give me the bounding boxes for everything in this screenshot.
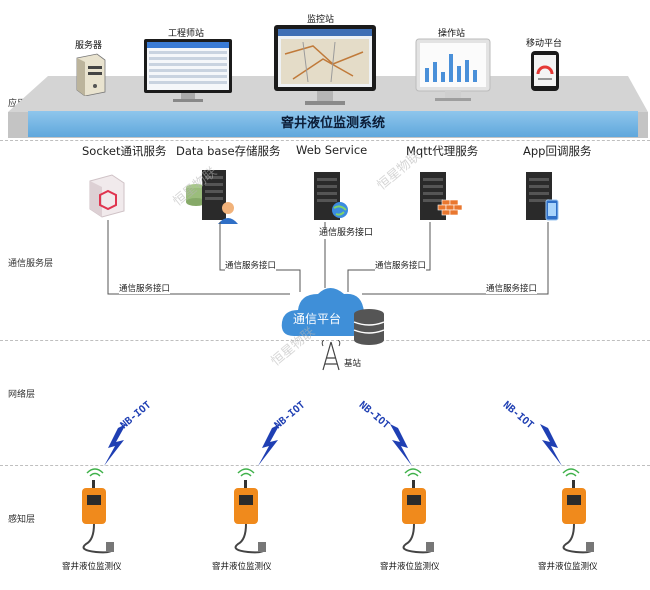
app-label-server: 服务器: [75, 41, 103, 51]
divider: [0, 340, 650, 341]
interface-label-mqtt: 通信服务接口: [375, 259, 427, 271]
device-label: 窨井液位监测仪: [380, 562, 440, 572]
divider: [0, 140, 650, 141]
app-callback-server-icon: [526, 172, 559, 221]
interface-label-app: 通信服务接口: [486, 282, 538, 294]
service-label-web: Web Service: [296, 143, 368, 157]
app-label-mobile-platform: 移动平台: [526, 39, 563, 49]
service-label-mqtt: Mqtt代理服务: [406, 144, 479, 158]
tablet-icon: [531, 51, 559, 91]
engineer-monitor-icon: [144, 39, 232, 102]
database-icon: [353, 309, 385, 345]
app-label-operator-station: 操作站: [438, 29, 466, 39]
level-sensor-device-icon: [234, 480, 266, 554]
level-sensor-device-icon: [82, 480, 114, 554]
operator-monitor-icon: [415, 38, 491, 101]
socket-service-icon: [89, 174, 125, 218]
service-label-socket: Socket通讯服务: [82, 144, 167, 158]
layer-label-perception: 感知层: [8, 515, 36, 525]
level-sensor-device-icon: [402, 480, 434, 554]
app-label-monitoring-station: 监控站: [307, 15, 335, 25]
device-label: 窨井液位监测仪: [212, 562, 272, 572]
cloud-label: 通信平台: [293, 312, 342, 326]
layer-label-network: 网络层: [8, 390, 36, 400]
base-station-tower-icon: [321, 340, 341, 371]
mqtt-server-icon: [420, 172, 463, 220]
divider: [0, 465, 650, 466]
web-server-icon: [314, 172, 348, 220]
monitoring-monitor-icon: [274, 25, 376, 105]
cloud-icon: [281, 288, 370, 336]
service-label-app-callback: App回调服务: [523, 144, 592, 158]
device-label: 窨井液位监测仪: [62, 562, 122, 572]
interface-label-database: 通信服务接口: [225, 259, 277, 271]
app-label-engineer-station: 工程师站: [168, 29, 205, 39]
server-tower-icon: [76, 53, 106, 96]
service-label-database: Data base存储服务: [176, 144, 281, 158]
level-sensor-device-icon: [562, 480, 594, 554]
database-server-icon: [186, 170, 238, 224]
base-station-label: 基站: [344, 357, 362, 369]
device-label: 窨井液位监测仪: [538, 562, 598, 572]
interface-label-socket: 通信服务接口: [119, 282, 171, 294]
system-title-banner: 窨井液位监测系统: [28, 111, 638, 137]
layer-label-communication: 通信服务层: [8, 259, 54, 269]
